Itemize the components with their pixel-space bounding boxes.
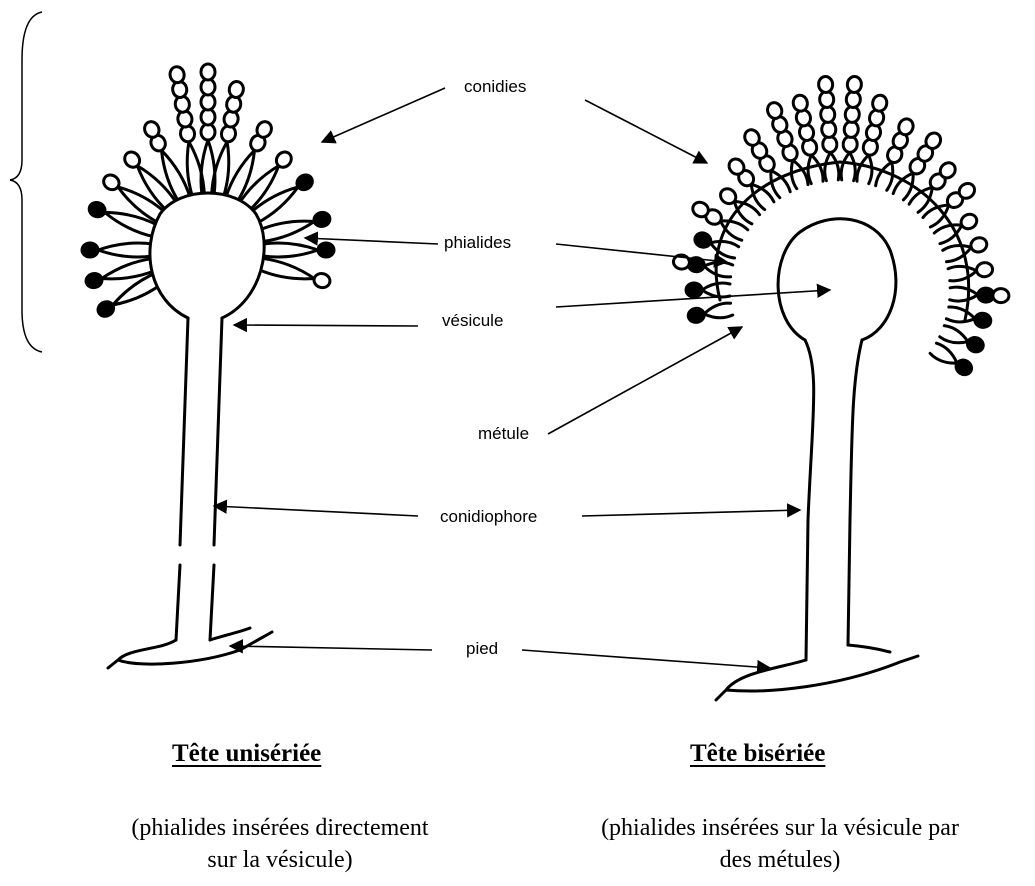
conidium [871,94,888,113]
conidium [87,200,107,219]
conidium [201,64,215,80]
head-brace [10,12,42,352]
conidium [687,307,705,324]
conidium [82,243,98,257]
phialide [948,266,977,280]
phialide [704,303,733,318]
phialide [876,162,893,190]
conidium [169,66,186,84]
phialide [734,201,759,224]
phialide [791,160,808,188]
conidium [693,231,713,250]
conidium [969,236,989,254]
label-metule: métule [476,424,531,444]
vesicle-left [150,193,264,318]
caption-biseriate: (phialides insérées sur la vésicule par … [525,812,1035,876]
biseriate-head [672,76,1009,700]
phialide [943,246,971,262]
phialide [930,343,957,363]
conidium [993,288,1009,303]
conidium [84,272,103,290]
phialide [105,212,159,236]
vesicle-right [778,219,896,340]
phialide [841,152,855,180]
conidium [686,283,702,297]
conidium [974,312,993,329]
uniseriate-head [82,64,334,668]
conidium [228,80,245,98]
phialide [946,307,975,322]
phialide [950,287,978,301]
caption-uniseriate: (phialides insérées directement sur la v… [40,812,520,876]
foot-right [716,645,918,700]
conidium [976,262,994,278]
label-conidiophore: conidiophore [438,507,539,527]
phialide [263,243,318,257]
conidium [95,299,116,319]
caption-uniseriate-line1: (phialides insérées directement [40,812,520,844]
phialide [857,155,872,184]
phialide [704,262,733,277]
title-uniseriate: Tête unisériée [172,740,321,768]
conidium [312,211,331,229]
phialide [710,241,738,258]
conidium [312,272,331,290]
foot-left [108,628,272,668]
label-pied: pied [464,639,500,659]
conidiophore-right-stalk [805,340,862,660]
phialide [260,258,315,278]
label-vesicule: vésicule [440,311,505,331]
caption-uniseriate-line2: sur la vésicule) [40,844,520,876]
phialide [940,326,968,343]
phialide [98,243,153,257]
conidiophore-left-stalk [176,318,222,640]
conidium [847,76,862,93]
title-biseriate: Tête bisériée [690,740,825,768]
conidium [792,94,809,113]
caption-biseriate-line2: des métules) [525,844,1035,876]
label-conidies: conidies [462,77,528,97]
conidium [318,243,334,257]
phialide [825,152,839,180]
label-phialides: phialides [442,233,513,253]
conidium [965,335,985,354]
conidium [818,76,833,93]
phialide [808,155,823,184]
caption-biseriate-line1: (phialides insérées sur la vésicule par [525,812,1035,844]
